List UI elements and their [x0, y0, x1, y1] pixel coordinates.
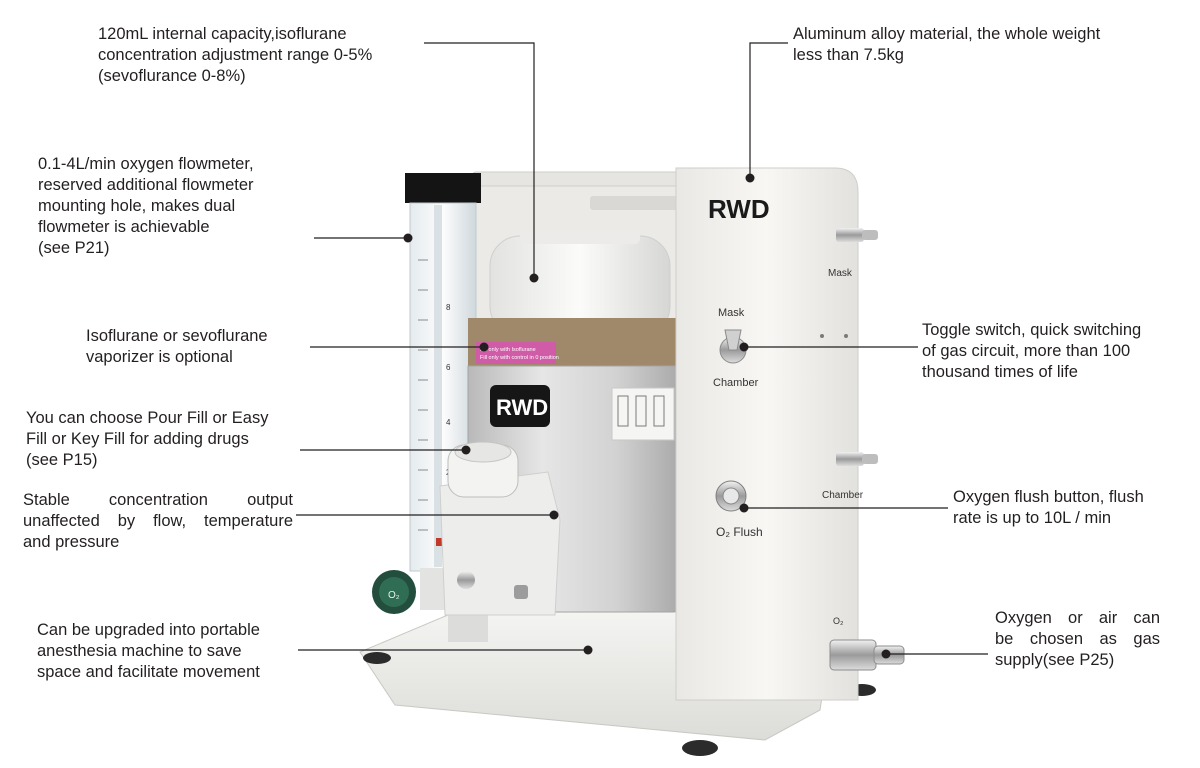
chamber-port-label: Chamber — [822, 490, 864, 501]
annotation-portable-line: space and facilitate movement — [37, 663, 260, 681]
flow-knob-face — [379, 577, 409, 607]
annotation-supply-line: supply(see P25) — [995, 651, 1115, 669]
mask-port-fitting — [836, 228, 864, 242]
annotation-flush-line: Oxygen flush button, flush — [953, 488, 1144, 506]
annotation-stable-line: and pressure — [23, 533, 120, 551]
annotation-flush-line: rate is up to 10L / min — [953, 509, 1112, 527]
annotation-toggle: Toggle switch, quick switching of gas ci… — [922, 320, 1187, 383]
toggle-label-top: Mask — [718, 307, 745, 319]
annotation-vaporizer-line: Isoflurane or sevoflurane — [86, 327, 268, 345]
annotation-flowmeter-line: flowmeter is achievable — [38, 218, 210, 236]
o2-flush-button[interactable] — [722, 487, 740, 505]
fill-screw — [457, 571, 475, 589]
foot-front — [682, 740, 718, 756]
vaporizer-logo-badge — [490, 385, 550, 427]
toggle-label-bottom: Chamber — [713, 377, 759, 389]
annotation-fill-line: Fill or Key Fill for adding drugs — [26, 430, 249, 448]
vaporizer-sticker-line-1: Fill only with Isoflurane — [480, 347, 536, 353]
vaporizer-brand: RWD — [496, 395, 548, 420]
annotation-toggle-line: of gas circuit, more than 100 — [922, 342, 1131, 360]
dot-aluminum — [745, 173, 755, 183]
vaporizer-sticker — [476, 342, 556, 364]
annotation-aluminum-line: less than 7.5kg — [793, 46, 904, 64]
annotation-vaporizer: Isoflurane or sevoflurane vaporizer is o… — [86, 326, 306, 368]
annotation-vaporizer-line: vaporizer is optional — [86, 348, 233, 366]
annotation-toggle-line: Toggle switch, quick switching — [922, 321, 1142, 339]
panel-brand: RWD — [708, 194, 770, 224]
annotation-flowmeter-line: reserved additional flowmeter — [38, 176, 254, 194]
o2-inlet-fitting — [829, 639, 877, 671]
control-panel — [675, 167, 859, 701]
flowmeter-scale-4: 4 — [446, 418, 451, 427]
drain-valve — [514, 585, 528, 599]
vaporizer-cap-top — [520, 230, 640, 244]
leader-capacity — [424, 42, 535, 278]
dot-stable — [549, 510, 559, 520]
annotation-capacity-line: concentration adjustment range 0-5% — [98, 46, 373, 64]
o2-flush-label: O₂ Flush — [716, 525, 763, 539]
panel-dot-2 — [844, 334, 848, 338]
annotation-portable: Can be upgraded into portable anesthesia… — [37, 620, 299, 683]
flowmeter-cap — [405, 173, 481, 203]
toggle-switch-lever[interactable] — [724, 329, 742, 351]
flow-knob-label: O₂ — [388, 590, 400, 601]
annotation-capacity: 120mL internal capacity,isoflurane conce… — [98, 24, 438, 87]
annotation-portable-line: anesthesia machine to save — [37, 642, 242, 660]
foot-left — [363, 652, 391, 664]
dot-vaporizer — [479, 342, 489, 352]
dot-supply — [881, 649, 891, 659]
annotation-flush: Oxygen flush button, flush rate is up to… — [953, 487, 1188, 529]
leader-dots — [403, 173, 891, 659]
annotation-aluminum-line: Aluminum alloy material, the whole weigh… — [793, 25, 1101, 43]
annotation-supply: Oxygen or air can be chosen as gas suppl… — [995, 608, 1160, 671]
flowmeter-ticks — [418, 259, 428, 531]
dot-portable — [583, 645, 593, 655]
o2-inlet-label: O₂ — [833, 616, 844, 626]
annotation-portable-line: Can be upgraded into portable — [37, 621, 260, 639]
flowmeter-scale-6: 6 — [446, 363, 451, 372]
annotation-fill-line: You can choose Pour Fill or Easy — [26, 409, 269, 427]
vaporizer-sticker-line-2: Fill only with control in 0 position — [480, 355, 559, 361]
annotation-toggle-line: thousand times of life — [922, 363, 1078, 381]
annotation-aluminum: Aluminum alloy material, the whole weigh… — [793, 24, 1163, 66]
mask-port-nozzle[interactable] — [862, 230, 878, 240]
annotation-fill-line: (see P15) — [26, 451, 98, 469]
annotation-stable: Stable concentration output unaffected b… — [23, 490, 293, 553]
flowmeter-scale-8: 8 — [446, 303, 451, 312]
annotation-supply-line: Oxygen or air can — [995, 609, 1160, 627]
flowmeter-float — [436, 538, 442, 546]
panel-dot-1 — [820, 334, 824, 338]
leader-lines — [296, 42, 988, 655]
vaporizer-instruction-icons — [617, 395, 665, 427]
chamber-port-fitting — [836, 452, 864, 466]
annotation-capacity-line: 120mL internal capacity,isoflurane — [98, 25, 347, 43]
dot-capacity — [529, 273, 539, 283]
leader-aluminum — [749, 42, 788, 178]
annotation-stable-line: Stable concentration output — [23, 491, 293, 509]
handle-slot — [590, 196, 680, 210]
handle-bar — [471, 171, 683, 187]
annotation-flowmeter-line: mounting hole, makes dual — [38, 197, 236, 215]
chamber-port-nozzle[interactable] — [862, 454, 878, 464]
dot-flowmeter — [403, 233, 413, 243]
annotation-supply-line: be chosen as gas — [995, 630, 1160, 648]
dot-toggle — [739, 342, 749, 352]
annotation-flowmeter-line: 0.1-4L/min oxygen flowmeter, — [38, 155, 254, 173]
annotation-flowmeter: 0.1-4L/min oxygen flowmeter, reserved ad… — [38, 154, 308, 259]
dot-fill — [461, 445, 471, 455]
flowmeter-inner-tube — [434, 205, 442, 567]
mask-port-label: Mask — [828, 268, 853, 279]
dot-flush — [739, 503, 749, 513]
annotation-stable-line: unaffected by flow, temperature — [23, 512, 293, 530]
annotation-fill: You can choose Pour Fill or Easy Fill or… — [26, 408, 298, 471]
annotation-flowmeter-line: (see P21) — [38, 239, 110, 257]
annotation-capacity-line: (sevoflurance 0-8%) — [98, 67, 246, 85]
